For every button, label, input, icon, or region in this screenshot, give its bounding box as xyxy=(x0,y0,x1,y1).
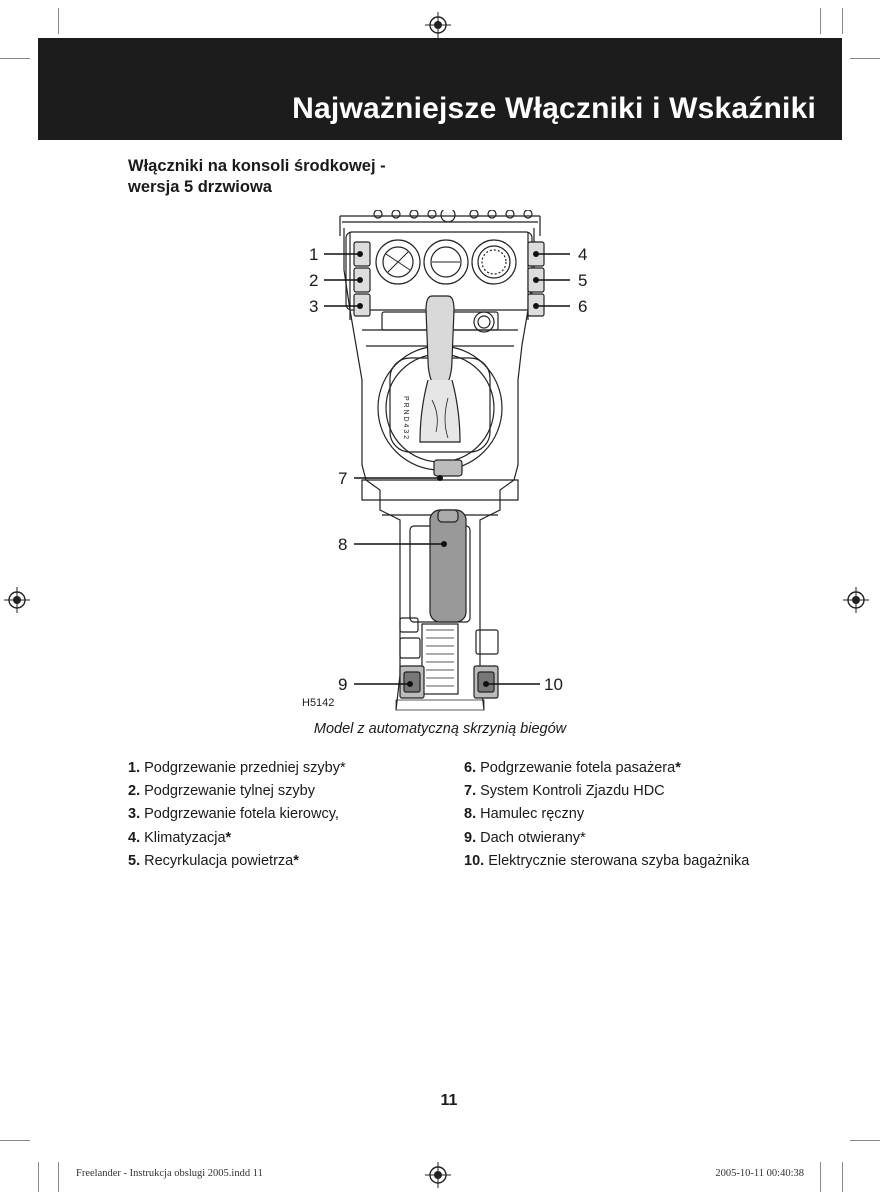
callout-2: 2 xyxy=(309,271,319,290)
registration-mark-icon xyxy=(843,587,869,613)
section-heading-line: wersja 5 drzwiowa xyxy=(128,178,272,196)
section-heading-line: Włączniki na konsoli środkowej - xyxy=(128,157,386,175)
footer-file-info: Freelander - Instrukcja obslugi 2005.ind… xyxy=(76,1168,263,1179)
crop-mark xyxy=(850,1140,880,1141)
legend-list-left: 1. Podgrzewanie przedniej szyby* 2. Podg… xyxy=(128,757,346,873)
header-bar: Najważniejsze Włączniki i Wskaźniki xyxy=(38,38,842,140)
callout-1: 1 xyxy=(309,245,319,264)
crop-mark xyxy=(38,1162,39,1192)
callout-10: 10 xyxy=(544,675,563,694)
registration-mark-icon xyxy=(425,12,451,38)
callout-6: 6 xyxy=(578,297,588,316)
figure-caption: Model z automatyczną skrzynią biegów xyxy=(313,721,567,737)
callout-8: 8 xyxy=(338,535,348,554)
legend-list-right: 6. Podgrzewanie fotela pasażera* 7. Syst… xyxy=(464,757,749,873)
footer-timestamp: 2005-10-11 00:40:38 xyxy=(715,1168,804,1179)
callout-9: 9 xyxy=(338,675,348,694)
list-item: 1. Podgrzewanie przedniej szyby* xyxy=(128,760,346,776)
crop-mark xyxy=(820,1162,821,1192)
callout-5: 5 xyxy=(578,271,588,290)
list-item: 9. Dach otwierany* xyxy=(464,829,586,846)
figure-id: H5142 xyxy=(302,697,335,709)
callout-4: 4 xyxy=(578,245,588,264)
crop-mark xyxy=(842,8,843,34)
section-heading: Włączniki na konsoli środkowej - wersja … xyxy=(128,156,386,198)
console-illustration: P R N D 4 3 2 1 2 3 4 5 6 7 8 9 10 xyxy=(300,207,587,720)
registration-mark-icon xyxy=(425,1162,451,1188)
page-title: Najważniejsze Włączniki i Wskaźniki xyxy=(292,92,816,125)
list-item: 8. Hamulec ręczny xyxy=(464,806,585,823)
center-console-drawing: P R N D 4 3 2 xyxy=(324,207,570,711)
callout-7: 7 xyxy=(338,469,348,488)
crop-mark xyxy=(820,8,821,34)
registration-mark-icon xyxy=(4,587,30,613)
gear-selector-labels: P R N D 4 3 2 xyxy=(402,396,409,439)
list-item: 7. System Kontroli Zjazdu HDC xyxy=(464,783,665,800)
crop-mark xyxy=(58,8,59,34)
list-item: 2. Podgrzewanie tylnej szyby xyxy=(128,783,315,800)
list-item: 5. Recyrkulacja powietrza* xyxy=(128,852,299,869)
callout-3: 3 xyxy=(309,297,319,316)
list-item: 10. Elektrycznie sterowana szyba bagażni… xyxy=(464,852,750,869)
crop-mark xyxy=(0,1140,30,1141)
list-item: 3. Podgrzewanie fotela kierowcy, xyxy=(128,806,339,823)
crop-mark xyxy=(58,1162,59,1192)
list-item: 4. Klimatyzacja* xyxy=(128,829,232,846)
callout-dots xyxy=(357,251,539,687)
crop-mark xyxy=(842,1162,843,1192)
crop-mark xyxy=(0,58,30,59)
crop-mark xyxy=(850,58,880,59)
callout-leaders xyxy=(324,253,570,685)
list-item: 6. Podgrzewanie fotela pasażera* xyxy=(464,760,681,776)
page-number: 11 xyxy=(440,1092,458,1109)
